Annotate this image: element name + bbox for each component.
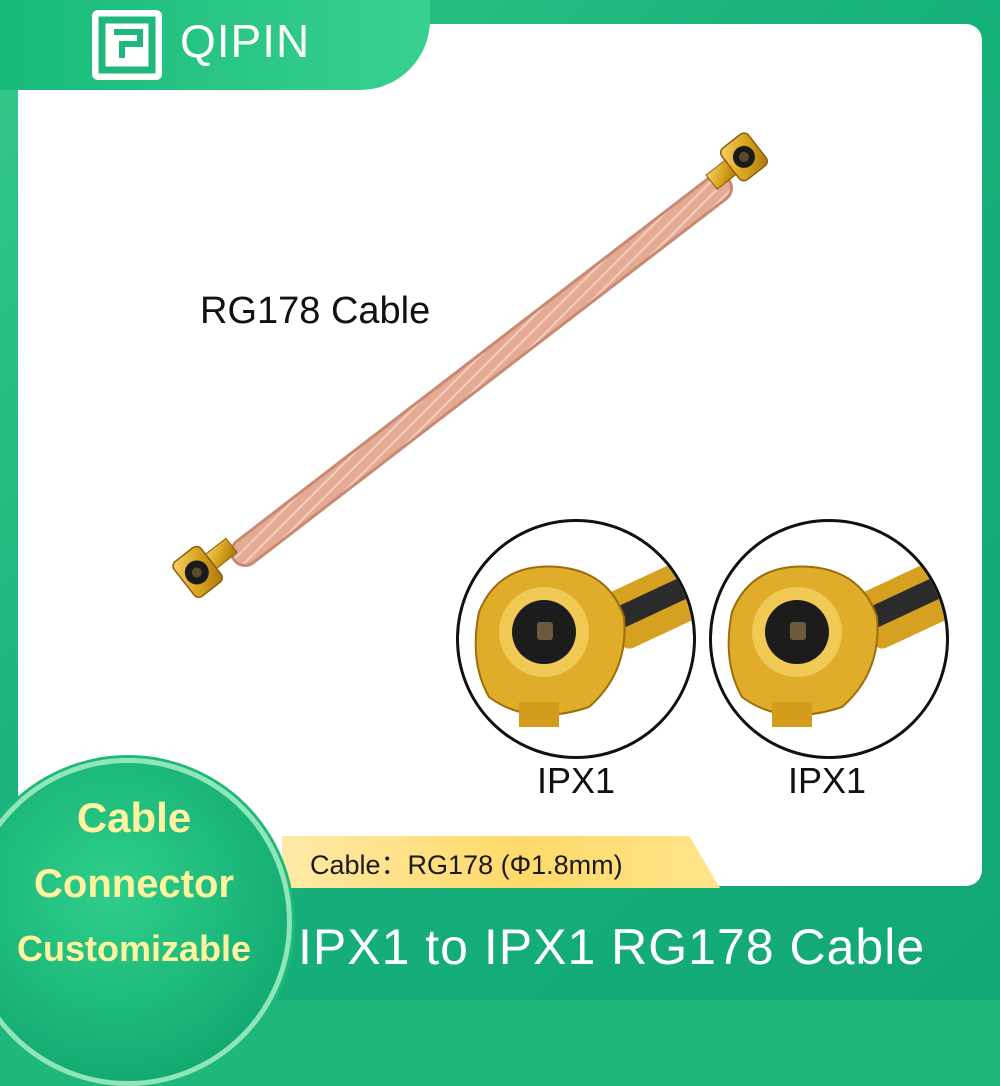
brand-name: QIPIN (180, 15, 311, 67)
spec-bar (282, 836, 720, 888)
connector-right-label: IPX1 (787, 760, 867, 801)
cable-spec: Cable：RG178 (Φ1.8mm) (310, 850, 623, 880)
cable-label: RG178 Cable (200, 290, 431, 332)
connector-detail-right (709, 519, 949, 759)
connector-detail-left (456, 519, 696, 759)
brand-tab: QIPIN (0, 0, 430, 90)
badge-line-connector: Connector (34, 862, 234, 906)
qipin-logo-icon (92, 10, 162, 80)
ipx-connector-closeup-image (474, 562, 693, 727)
ipx-connector-closeup-image (727, 562, 946, 727)
badge-line-cable: Cable (76, 794, 192, 841)
product-title: IPX1 to IPX1 RG178 Cable (298, 919, 926, 975)
badge-line-customizable: Customizable (16, 928, 252, 969)
connector-left-label: IPX1 (536, 760, 616, 801)
coaxial-cable-image (172, 132, 768, 598)
